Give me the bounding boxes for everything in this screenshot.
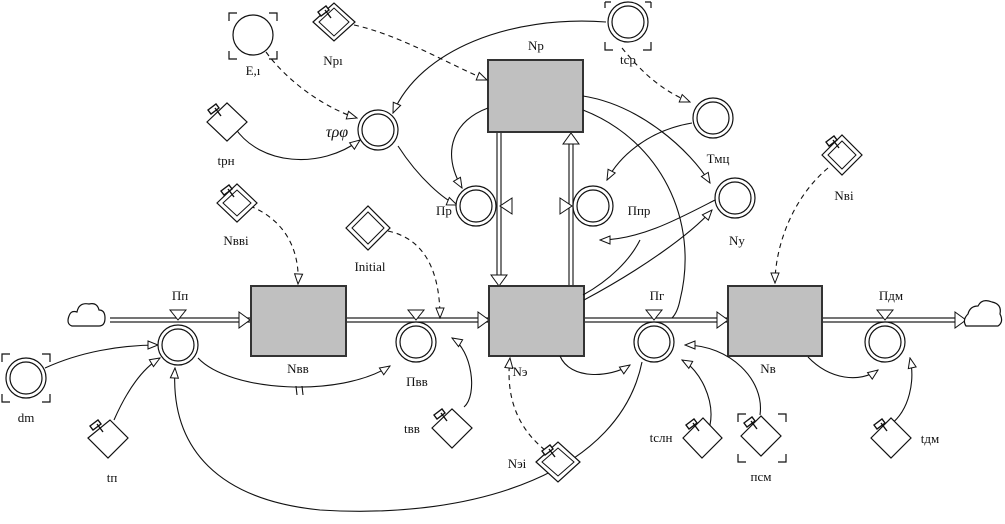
pin-icon (743, 416, 758, 430)
aux-dm[interactable]: dm (1, 353, 51, 425)
pin-icon (317, 5, 332, 19)
connector-links (44, 20, 912, 512)
vertical-flow-pipes (490, 132, 580, 287)
flow-ppr[interactable]: Ппр (559, 185, 651, 227)
const-tvv[interactable]: tвв (404, 408, 473, 449)
pin-icon (220, 184, 235, 198)
const-label: Initial (354, 259, 385, 274)
const-label: tрн (217, 153, 234, 168)
const-label: псм (751, 469, 772, 484)
aux-label: τρφ (326, 124, 348, 141)
pin-icon (541, 444, 556, 458)
const-nei[interactable]: Nэi (508, 441, 581, 483)
flow-arrow-icon (477, 311, 490, 329)
const-nvi[interactable]: Nвi (821, 134, 863, 203)
stock-label: Nэ (513, 364, 528, 379)
const-label: Npı (323, 53, 343, 68)
flow-arrow-icon (490, 274, 508, 287)
const-tp[interactable]: tп (87, 419, 129, 485)
aux-ea[interactable]: Е,ı (228, 12, 278, 78)
const-psm[interactable]: псм (737, 413, 787, 484)
pin-icon (433, 408, 448, 422)
flow-label: Ппр (628, 203, 651, 218)
pin-icon (873, 418, 888, 432)
aux-label: Ny (729, 233, 745, 248)
stock-label: Nв (760, 361, 776, 376)
flow-label: Пдм (879, 288, 903, 303)
flow-arrow-icon (238, 311, 251, 329)
const-nvvi[interactable]: Nввi (216, 183, 258, 248)
const-label: tп (107, 470, 118, 485)
ghost-bracket-icon (737, 413, 787, 463)
flow-pp[interactable]: Пп (157, 288, 199, 366)
const-npi[interactable]: Npı (312, 2, 356, 68)
aux-ny[interactable]: Ny (714, 177, 756, 248)
stock-label: Nвв (287, 361, 309, 376)
ghost-bracket-icon (1, 353, 51, 403)
ghost-bracket-icon (228, 12, 278, 60)
aux-tmts[interactable]: Тмц (692, 97, 734, 166)
aux-tsr[interactable]: tср (604, 1, 652, 67)
pin-icon (825, 135, 840, 149)
const-label: Nвi (834, 188, 854, 203)
const-label: tвв (404, 421, 420, 436)
flow-arrow-icon (716, 311, 729, 329)
flow-pdm[interactable]: Пдм (864, 288, 906, 363)
flow-label: Пвв (406, 374, 428, 389)
const-label: tдм (921, 431, 939, 446)
aux-label: Е,ı (246, 63, 261, 78)
flow-label: Пп (172, 288, 188, 303)
const-initial[interactable]: Initial (345, 205, 391, 274)
flow-arrow-icon (562, 132, 580, 145)
stock-nvv[interactable]: Nвв (250, 285, 347, 376)
flow-label: Пр (436, 203, 452, 218)
pin-icon (207, 103, 222, 117)
ghost-bracket-icon (604, 1, 652, 51)
flow-arrow-icon (954, 311, 967, 329)
flow-pvv[interactable]: Пвв (395, 309, 437, 389)
const-tsln[interactable]: tслн (650, 417, 723, 459)
stock-nv[interactable]: Nв (727, 285, 823, 376)
const-label: Nввi (223, 233, 249, 248)
stock-label: Np (528, 38, 544, 53)
aux-label: Тмц (707, 151, 730, 166)
const-trn[interactable]: tрн (206, 102, 248, 168)
pin-icon (89, 419, 104, 433)
const-label: tслн (650, 430, 673, 445)
aux-label: dm (18, 410, 35, 425)
stock-np[interactable]: Np (487, 38, 584, 133)
const-tdm[interactable]: tдм (870, 417, 939, 459)
aux-label: tср (620, 52, 636, 67)
const-label: Nэi (508, 456, 527, 471)
flow-pr[interactable]: Пр (436, 185, 513, 227)
pin-icon (685, 418, 700, 432)
flow-label: Пг (650, 288, 665, 303)
aux-trf[interactable]: τρφ (326, 109, 399, 151)
source-cloud-icon (67, 303, 106, 327)
stock-ne[interactable]: Nэ (488, 285, 585, 379)
sink-cloud-icon (963, 300, 1003, 327)
flow-pg[interactable]: Пг (633, 288, 675, 363)
